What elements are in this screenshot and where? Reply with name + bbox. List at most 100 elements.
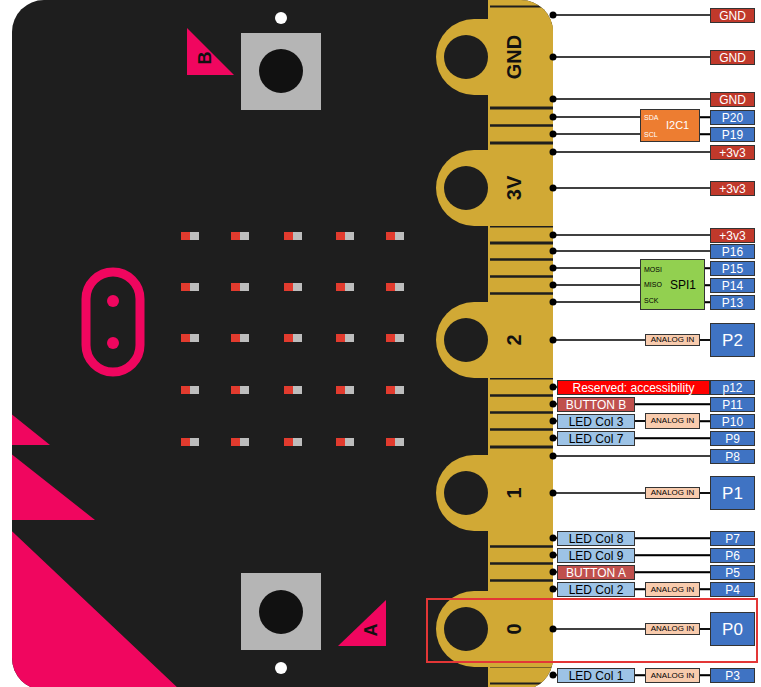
power-pin-box: +3v3 [710,181,755,196]
i2c-box: SDASCLI2C1 [640,109,700,142]
analog-box: ANALOG IN [645,668,700,683]
pin-box: P7 [710,531,755,546]
box-label: SPI1 [670,279,696,291]
pin-box: P8 [710,449,755,464]
box-label: +3v3 [719,183,745,195]
pad-label: 0 [504,623,524,634]
box-label: LED Col 2 [569,584,624,596]
pin-wires [550,12,731,679]
box-label: P15 [722,263,743,275]
connector [700,421,710,423]
pin-box: P15 [710,261,755,276]
analog-box: ANALOG IN [645,413,700,429]
pad-label: GND [504,35,524,79]
box-label: P16 [722,246,743,258]
pin-box: P10 [710,414,755,429]
connector [635,404,710,406]
signal-name: SCK [644,297,658,304]
connector [635,675,645,677]
pin-box: P13 [710,295,755,310]
pin-box: P19 [710,127,755,142]
power-pin-box: +3v3 [710,145,755,160]
box-label: LED Col 9 [569,550,624,562]
box-label: ANALOG IN [651,417,695,425]
box-label: P10 [722,416,743,428]
box-label: P0 [722,621,743,638]
box-label: P14 [722,280,743,292]
connector [700,492,710,494]
logo [86,272,140,372]
connector [700,134,710,136]
pad-label: 3V [504,176,524,200]
analog-box: ANALOG IN [645,582,700,597]
button-b-marker [187,28,234,75]
box-label: P2 [722,332,743,349]
highlight-box [427,599,757,662]
box-label: ANALOG IN [651,489,695,497]
box-label: P19 [722,129,743,141]
box-label: BUTTON B [566,399,626,411]
connector [700,339,710,341]
pad-label: 2 [504,334,524,345]
led-col-box: LED Col 1 [557,668,635,683]
pin-box: P5 [710,565,755,580]
signal-name: MOSI [644,266,662,273]
pin-box: P2 [710,323,755,357]
box-label: P11 [722,399,742,411]
box-label: ANALOG IN [651,336,695,344]
box-label: Reserved: accessibility [572,382,694,394]
box-label: P5 [725,567,740,579]
box-label: LED Col 8 [569,533,624,545]
pin-box: P16 [710,244,755,259]
power-pin-box: GND [710,8,755,23]
spi-box: MOSI MISO SCK SPI1 [640,259,705,310]
large-pads [436,19,553,667]
power-pin-box: GND [710,92,755,107]
box-label: I2C1 [666,120,689,131]
button-a-marker [338,600,386,646]
pin-box: P11 [710,397,755,412]
connector [700,589,710,591]
connector [635,555,710,557]
led-matrix [181,232,404,446]
pin-box: P3 [710,668,755,683]
box-label: +3v3 [719,230,745,242]
led-col-box: LED Col 9 [557,548,635,563]
box-label: LED Col 3 [569,416,624,428]
box-label: P9 [725,433,740,445]
connector [700,675,710,677]
led-col-box: LED Col 7 [557,431,635,446]
box-label: GND [719,52,746,64]
connector [700,628,710,630]
connector [635,589,645,591]
power-pin-box: +3v3 [710,228,755,243]
connector [635,438,710,440]
box-label: P3 [725,670,740,682]
analog-box: ANALOG IN [645,334,700,346]
pin-box: P0 [710,612,755,646]
corner-marks [12,405,180,687]
led-col-box: LED Col 3 [557,414,635,429]
analog-box: ANALOG IN [645,623,700,635]
reserved-box: Reserved: accessibility [557,380,710,395]
pin-box: P9 [710,431,755,446]
box-label: P1 [722,485,743,502]
box-label: ANALOG IN [651,672,695,680]
power-pin-box: GND [710,50,755,65]
pin-box: p12 [710,380,755,395]
button-letter: A [361,624,379,637]
pin-box: P1 [710,476,755,510]
button-b [241,33,321,110]
signal-name: SDA [644,114,658,121]
box-label: GND [719,10,746,22]
box-label: LED Col 7 [569,433,624,445]
box-label: LED Col 1 [569,670,624,682]
connector [635,572,710,574]
pin-box: P14 [710,278,755,293]
pad-holes [444,35,488,651]
pad-label: 1 [504,487,524,498]
box-label: +3v3 [719,147,745,159]
box-label: P4 [725,584,740,596]
signal-name: MISO [644,281,662,288]
box-label: ANALOG IN [651,625,695,633]
